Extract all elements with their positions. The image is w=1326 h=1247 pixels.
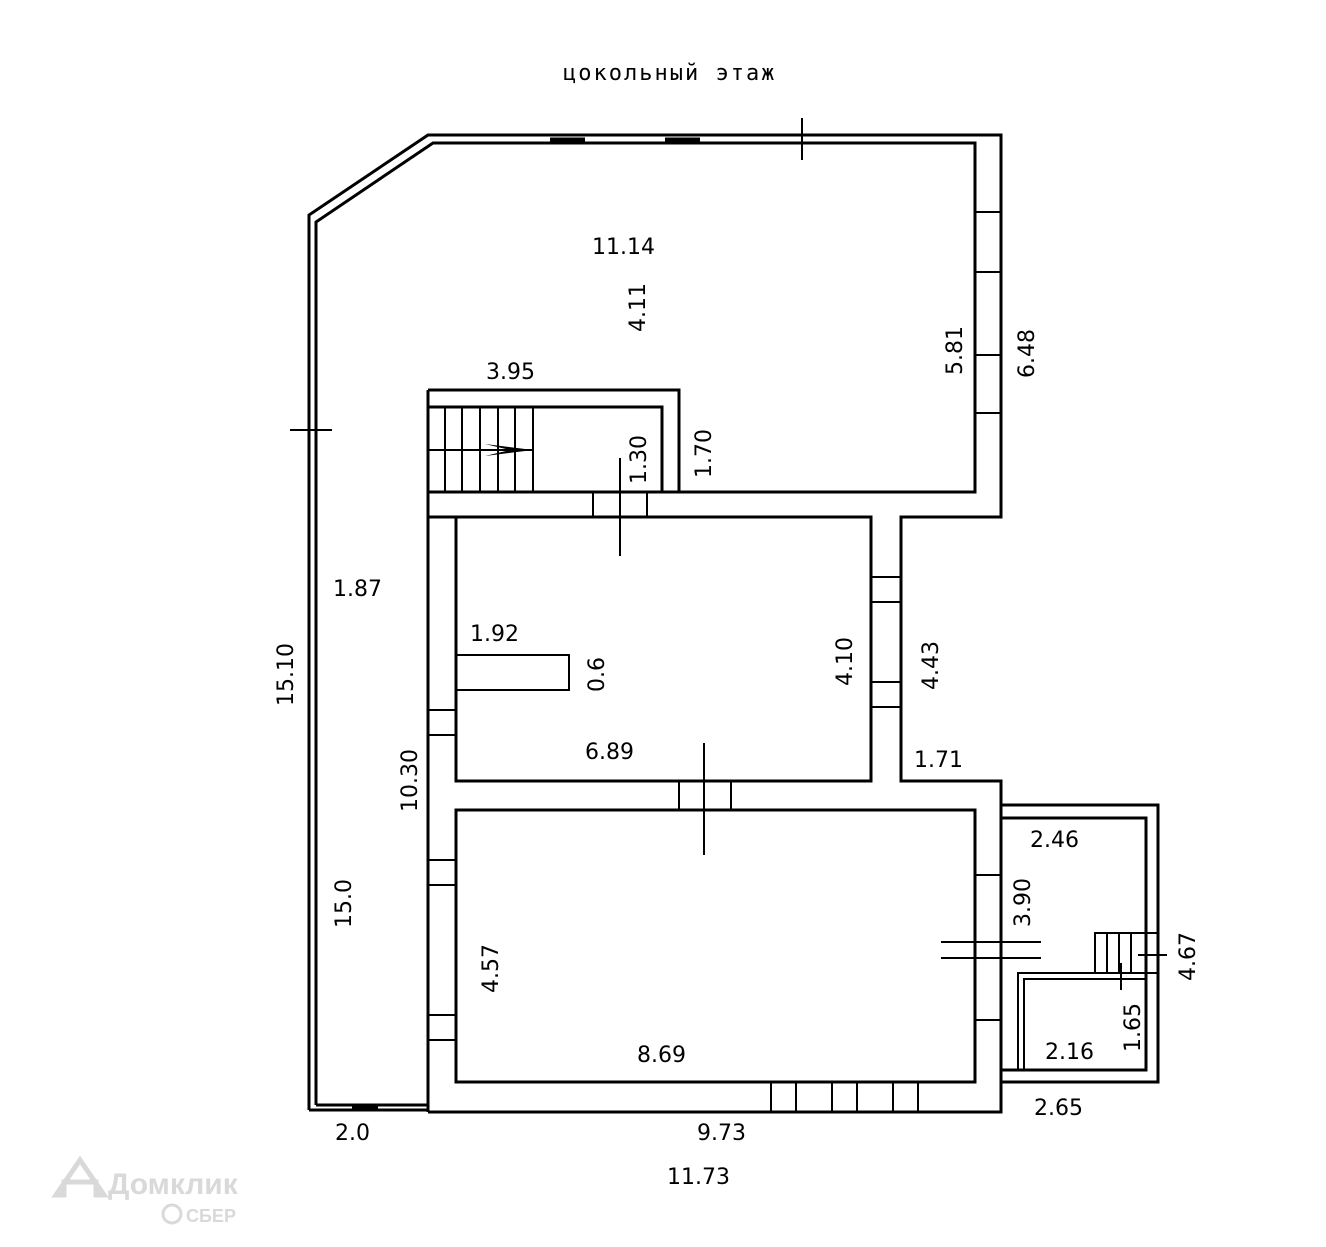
dim-bottom-main: 9.73 xyxy=(697,1121,746,1146)
dim-mid-height: 4.10 xyxy=(833,637,858,686)
watermark: Домклик СБЕР xyxy=(51,1155,239,1226)
dim-bottom-right: 3.90 xyxy=(1011,878,1036,927)
plan-title: цокольный этаж xyxy=(563,61,776,86)
dim-stair-inner: 1.30 xyxy=(627,435,652,484)
dim-stair-outer: 1.70 xyxy=(692,429,717,478)
doors-and-windows xyxy=(290,118,1041,1113)
dimension-labels: 11.14 4.11 5.81 6.48 3.95 1.30 1.70 1.87… xyxy=(274,235,1201,1190)
sber-logo-icon xyxy=(161,1203,183,1225)
dim-top-width: 11.14 xyxy=(592,235,655,260)
dim-annex-small-width: 2.16 xyxy=(1045,1040,1094,1065)
house-logo-icon xyxy=(51,1155,109,1198)
dim-niche-width: 1.92 xyxy=(470,622,519,647)
walls xyxy=(307,133,1003,1114)
stair-arrow-icon xyxy=(485,444,533,456)
dim-stair-width: 3.95 xyxy=(486,360,535,385)
dim-niche-depth: 0.6 xyxy=(585,657,610,692)
dim-mid-width: 6.89 xyxy=(585,740,634,765)
dim-left-total: 15.10 xyxy=(274,643,299,706)
dim-bottom-left: 2.0 xyxy=(335,1121,370,1146)
watermark-brand: Домклик xyxy=(108,1168,239,1201)
dim-annex-outer-width: 2.65 xyxy=(1034,1096,1083,1121)
dim-top-right-outer: 6.48 xyxy=(1015,329,1040,378)
dim-total-width: 11.73 xyxy=(667,1165,730,1190)
dim-bottom-height: 4.57 xyxy=(479,944,504,993)
dim-top-right-inner: 5.81 xyxy=(943,326,968,375)
dim-right-passage: 4.43 xyxy=(919,641,944,690)
dim-top-height: 4.11 xyxy=(626,283,651,332)
annex xyxy=(1001,803,1167,1084)
dim-bottom-width: 8.69 xyxy=(637,1043,686,1068)
dim-left-wall: 10.30 xyxy=(398,749,423,812)
dim-left-strip: 1.87 xyxy=(333,577,382,602)
staircase-main xyxy=(428,388,681,492)
watermark-sub: СБЕР xyxy=(186,1206,236,1226)
dim-right-passage-width: 1.71 xyxy=(914,748,963,773)
dim-left-inner: 15.0 xyxy=(332,879,357,928)
dim-annex-small-height: 1.65 xyxy=(1121,1003,1146,1052)
dim-annex-height: 4.67 xyxy=(1176,932,1201,981)
dim-annex-width: 2.46 xyxy=(1030,828,1079,853)
